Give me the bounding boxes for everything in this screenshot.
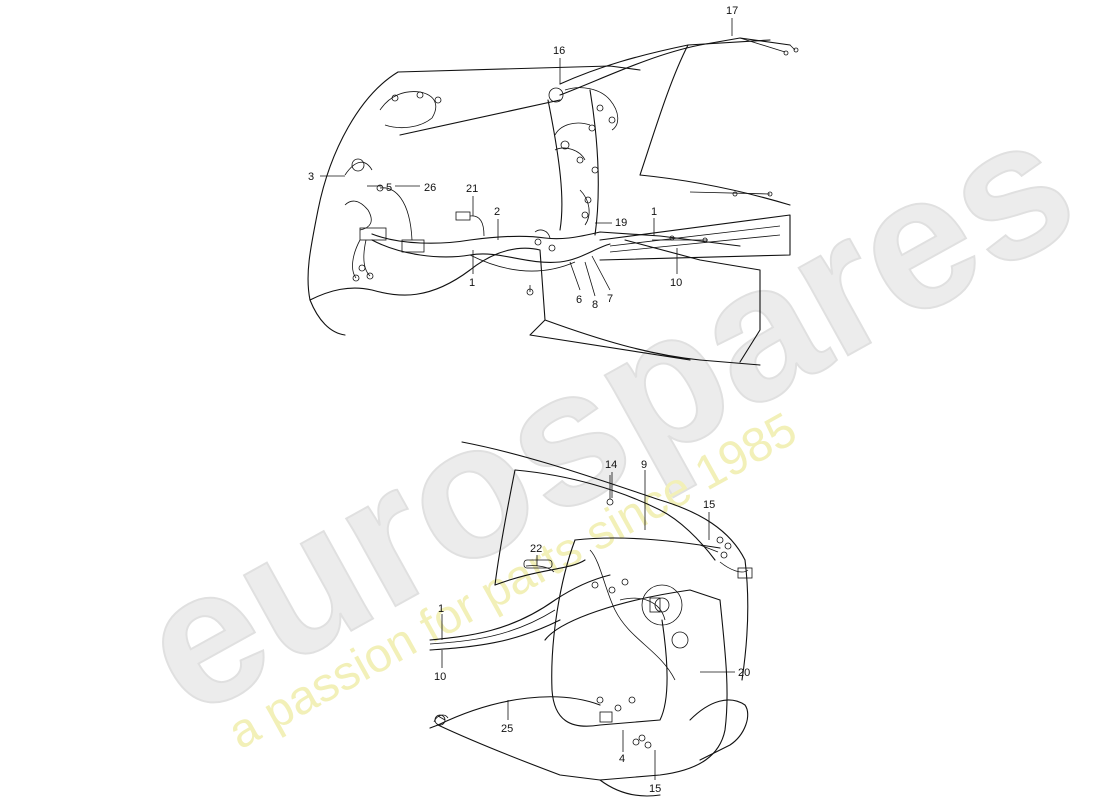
watermark-brand: eurospares [107, 74, 1100, 756]
callout-7: 7 [607, 293, 613, 305]
callout-16: 16 [553, 45, 565, 57]
callout-26: 26 [424, 182, 436, 194]
callout-1-top-left: 1 [469, 277, 475, 289]
bottom-callouts: 14 9 15 22 1 10 20 25 4 15 [434, 459, 750, 795]
callout-15-lower: 15 [649, 783, 661, 795]
callout-1-bottom: 1 [438, 603, 444, 615]
callout-17: 17 [726, 5, 738, 17]
callout-4: 4 [619, 753, 625, 765]
callout-25: 25 [501, 723, 513, 735]
callout-3: 3 [308, 171, 314, 183]
callout-9: 9 [641, 459, 647, 471]
callout-5: 5 [386, 182, 392, 194]
bottom-assembly [429, 441, 753, 797]
callout-19: 19 [615, 217, 627, 229]
callout-20: 20 [738, 667, 750, 679]
callout-14: 14 [605, 459, 617, 471]
top-assembly [307, 37, 799, 366]
top-leaders [320, 18, 733, 297]
callout-21: 21 [466, 183, 478, 195]
callout-8: 8 [592, 299, 598, 311]
watermark: eurospares [106, 73, 1100, 757]
callout-22: 22 [530, 543, 542, 555]
callout-10-top: 10 [670, 277, 682, 289]
callout-1-top-right: 1 [651, 206, 657, 218]
callout-15-upper: 15 [703, 499, 715, 511]
top-callouts: 17 16 3 5 26 21 2 19 1 1 10 6 8 7 [308, 5, 738, 311]
callout-6: 6 [576, 294, 582, 306]
callout-2: 2 [494, 206, 500, 218]
callout-10-bottom: 10 [434, 671, 446, 683]
bottom-leaders [441, 470, 735, 780]
